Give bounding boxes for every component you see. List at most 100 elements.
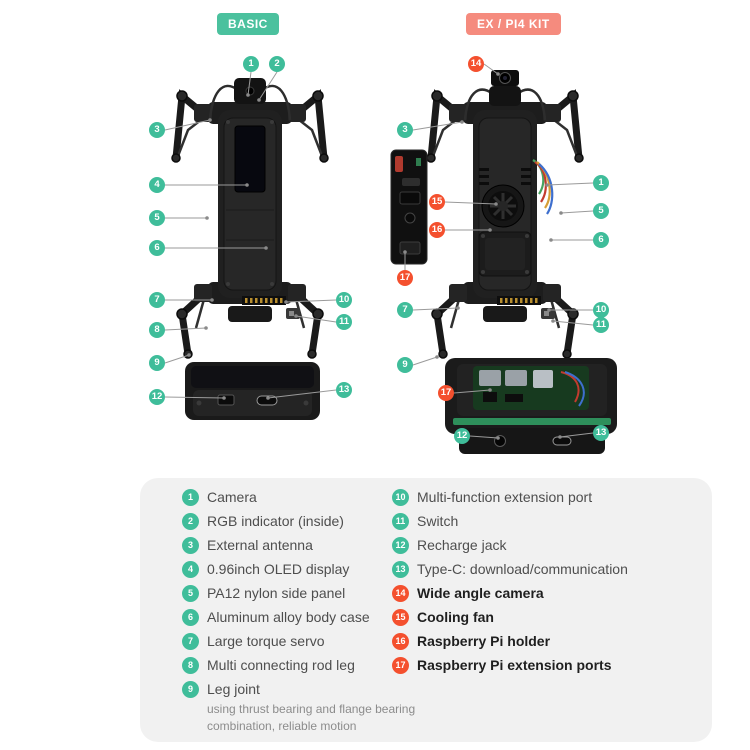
legend-item-label: Wide angle camera xyxy=(417,585,544,601)
callout-basic-9: 9 xyxy=(149,355,165,371)
callout-basic-8: 8 xyxy=(149,322,165,338)
legend-item-14: 14 Wide angle camera xyxy=(392,581,704,605)
callout-basic-4: 4 xyxy=(149,177,165,193)
callout-basic-13: 13 xyxy=(336,382,352,398)
oled-display xyxy=(234,125,266,193)
legend-item-label: External antenna xyxy=(207,537,313,553)
legend-item-subtext: using thrust bearing and flange bearing xyxy=(207,702,416,716)
robot-ex-illustration xyxy=(426,70,584,359)
callout-ex-17a: 17 xyxy=(397,270,413,286)
usb-ports xyxy=(479,370,501,386)
callout-basic-6: 6 xyxy=(149,240,165,256)
basic-version-badge: BASIC xyxy=(217,13,279,35)
legend-num-badge: 2 xyxy=(182,512,199,530)
legend-panel: 1 Camera 2 RGB indicator (inside) 3 Exte… xyxy=(140,478,712,742)
legend-num-badge: 12 xyxy=(392,536,409,554)
extension-port-pins xyxy=(242,296,286,305)
legend-num-badge: 13 xyxy=(392,560,409,578)
robot-basic-illustration xyxy=(171,78,329,359)
legend-item-8: 8 Multi connecting rod leg xyxy=(182,653,388,677)
colored-wires xyxy=(560,371,585,407)
callout-ex-11: 11 xyxy=(593,317,609,333)
legend-num-badge: 3 xyxy=(182,536,199,554)
legend-item-label: Cooling fan xyxy=(417,609,494,625)
type-c-port xyxy=(256,395,278,406)
legend-item-10: 10 Multi-function extension port xyxy=(392,485,704,509)
callout-ex-1: 1 xyxy=(593,175,609,191)
legend-num-badge: 17 xyxy=(392,656,409,674)
callout-basic-1: 1 xyxy=(243,56,259,72)
legend-item-12: 12 Recharge jack xyxy=(392,533,704,557)
legend-num-badge: 5 xyxy=(182,584,199,602)
legend-item-4: 4 0.96inch OLED display xyxy=(182,557,388,581)
callout-ex-17b: 17 xyxy=(438,385,454,401)
legend-item-16: 16 Raspberry Pi holder xyxy=(392,629,704,653)
legend-item-13: 13 Type-C: download/communication xyxy=(392,557,704,581)
callout-basic-3: 3 xyxy=(149,122,165,138)
legend-num-badge: 7 xyxy=(182,632,199,650)
legend-num-badge: 4 xyxy=(182,560,199,578)
ex-pi4-kit-badge: EX / PI4 KIT xyxy=(466,13,561,35)
legend-item-5: 5 PA12 nylon side panel xyxy=(182,581,388,605)
callout-ex-13: 13 xyxy=(593,425,609,441)
recharge-jack xyxy=(494,435,506,447)
legend-column-left: 1 Camera 2 RGB indicator (inside) 3 Exte… xyxy=(182,485,416,735)
legend-item-1: 1 Camera xyxy=(182,485,388,509)
legend-item-6: 6 Aluminum alloy body case xyxy=(182,605,388,629)
side-port-view xyxy=(390,149,428,265)
legend-num-badge: 1 xyxy=(182,488,199,506)
legend-item-label: Aluminum alloy body case xyxy=(207,609,370,625)
legend-item-label: RGB indicator (inside) xyxy=(207,513,344,529)
legend-item-3: 3 External antenna xyxy=(182,533,388,557)
robot-head xyxy=(489,86,521,106)
legend-item-11: 11 Switch xyxy=(392,509,704,533)
camera-lens xyxy=(245,86,255,96)
callout-ex-5: 5 xyxy=(593,203,609,219)
legend-num-badge: 10 xyxy=(392,488,409,506)
legend-item-7: 7 Large torque servo xyxy=(182,629,388,653)
legend-item-label: Multi connecting rod leg xyxy=(207,657,355,673)
legend-num-badge: 6 xyxy=(182,608,199,626)
legend-column-right: 10 Multi-function extension port 11 Swit… xyxy=(392,485,704,677)
legend-item-label: Large torque servo xyxy=(207,633,325,649)
callout-basic-10: 10 xyxy=(336,292,352,308)
legend-item-label: Raspberry Pi holder xyxy=(417,633,551,649)
legend-item-label: Type-C: download/communication xyxy=(417,561,628,577)
legend-item-label: Raspberry Pi extension ports xyxy=(417,657,612,673)
legend-item-2: 2 RGB indicator (inside) xyxy=(182,509,388,533)
legend-num-badge: 8 xyxy=(182,656,199,674)
callout-ex-9: 9 xyxy=(397,357,413,373)
callout-ex-16: 16 xyxy=(429,222,445,238)
legend-item-label: Camera xyxy=(207,489,257,505)
callout-ex-3: 3 xyxy=(397,122,413,138)
legend-item-label: Recharge jack xyxy=(417,537,507,553)
legend-item-label: Multi-function extension port xyxy=(417,489,593,505)
callout-ex-15: 15 xyxy=(429,194,445,210)
legend-num-badge: 9 xyxy=(182,680,199,698)
raspberry-pi-board xyxy=(473,366,589,410)
legend-item-label: Switch xyxy=(417,513,459,529)
legend-item-label: Leg joint xyxy=(207,681,260,697)
leader-lines xyxy=(164,63,594,440)
legend-num-badge: 16 xyxy=(392,632,409,650)
callout-ex-6: 6 xyxy=(593,232,609,248)
legend-item-subtext: combination, reliable motion xyxy=(207,719,357,733)
leg-joints xyxy=(171,90,329,359)
legend-item-label: 0.96inch OLED display xyxy=(207,561,350,577)
extension-port-pins xyxy=(497,296,541,305)
callout-ex-10: 10 xyxy=(593,302,609,318)
callout-ex-12: 12 xyxy=(454,428,470,444)
legend-num-badge: 15 xyxy=(392,608,409,626)
callout-ex-7: 7 xyxy=(397,302,413,318)
callout-ex-14: 14 xyxy=(468,56,484,72)
typec-detail-view xyxy=(185,362,320,420)
legend-item-15: 15 Cooling fan xyxy=(392,605,704,629)
type-c-port xyxy=(552,436,572,446)
legend-item-17: 17 Raspberry Pi extension ports xyxy=(392,653,704,677)
legend-item-9: 9 Leg joint xyxy=(182,677,388,701)
callout-basic-7: 7 xyxy=(149,292,165,308)
recharge-jack xyxy=(217,394,235,406)
legend-item-label: PA12 nylon side panel xyxy=(207,585,346,601)
rpi-extension-port xyxy=(399,241,421,255)
callout-basic-5: 5 xyxy=(149,210,165,226)
